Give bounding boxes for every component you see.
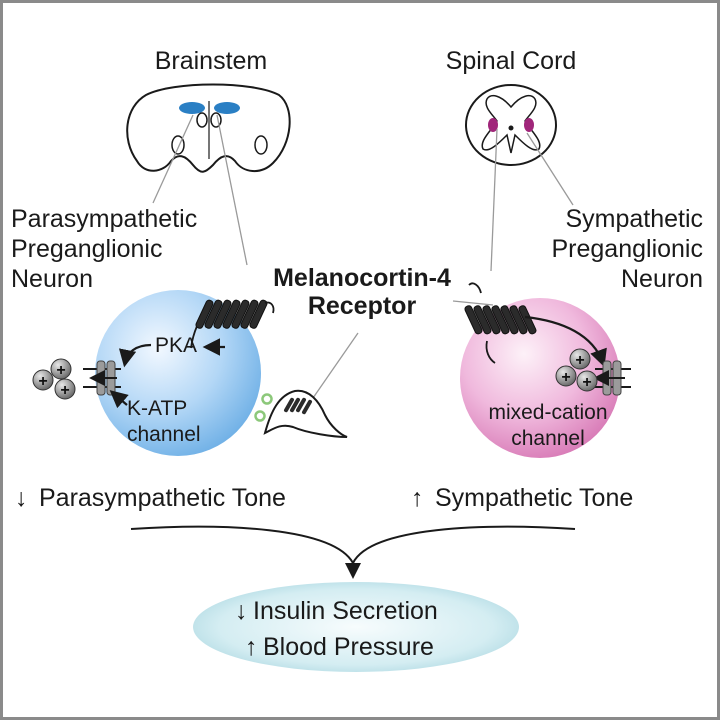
svg-text:+: + [38,373,47,390]
para-neuron-line1: Parasympathetic [11,205,197,233]
axon-terminal-icon [254,389,348,438]
katp-label-pointer [109,390,129,409]
receptor-label-line2: Receptor [308,292,417,320]
katp-label-line1: K-ATP [127,397,187,420]
brainstem-nucleus-left [179,102,205,114]
outcome-down-arrow-icon: ↓ [235,597,248,625]
mc4r-receptor-right-icon [464,282,537,364]
svg-text:+: + [561,369,570,386]
potassium-ions-icon: + + + [32,358,76,400]
outcome-ellipse [193,582,519,672]
mixed-cation-label-line1: mixed-cation [488,401,607,424]
symp-neuron-line1: Sympathetic [565,205,703,233]
pka-label: PKA [155,334,197,357]
katp-label-line2: channel [127,423,201,446]
connector-lines [152,114,574,399]
svg-text:+: + [60,382,69,399]
up-arrow-icon: ↑ [411,484,424,512]
parasympathetic-cell [95,290,261,456]
sympathetic-cell [460,298,620,458]
vesicle-1 [261,393,273,405]
svg-text:+: + [56,362,65,379]
para-neuron-line3: Neuron [11,265,93,293]
parasympathetic-tone-label: Parasympathetic Tone [39,484,286,512]
down-arrow-icon: ↓ [15,484,28,512]
svg-text:+: + [582,374,591,391]
sympathetic-tone-label: Sympathetic Tone [435,484,633,512]
mixed-cation-label-line2: channel [511,427,585,450]
spinal-cord-section-icon [465,84,557,166]
receptor-to-mixed-channel-arrow [524,315,607,368]
converging-brace [130,525,576,566]
diagram-canvas: Brainstem Spinal Cord Parasympathetic Pr… [11,47,704,672]
spinal-nucleus-left [488,118,498,132]
symp-neuron-line2: Preganglionic [552,235,704,263]
cations-icon: + + + [555,348,598,392]
brainstem-nucleus-right [214,102,240,114]
outcome-blood-pressure: Blood Pressure [263,633,434,661]
para-neuron-line2: Preganglionic [11,235,163,263]
mixed-cation-channel-icon [593,360,631,396]
pka-to-katp-arrow [118,343,152,368]
mc4r-receptor-left-icon [190,299,275,349]
spinal-cord-title: Spinal Cord [446,47,577,75]
receptor-label-line1: Melanocortin-4 [273,264,451,292]
brainstem-section-icon [126,83,291,173]
vesicle-2 [254,410,266,422]
outcome-up-arrow-icon: ↑ [245,633,258,661]
outcome-insulin-secretion: Insulin Secretion [253,597,438,625]
spinal-nucleus-right [524,118,534,132]
brainstem-title: Brainstem [155,47,268,75]
symp-neuron-line3: Neuron [621,265,703,293]
katp-channel-icon [83,360,121,396]
svg-text:+: + [575,352,584,369]
